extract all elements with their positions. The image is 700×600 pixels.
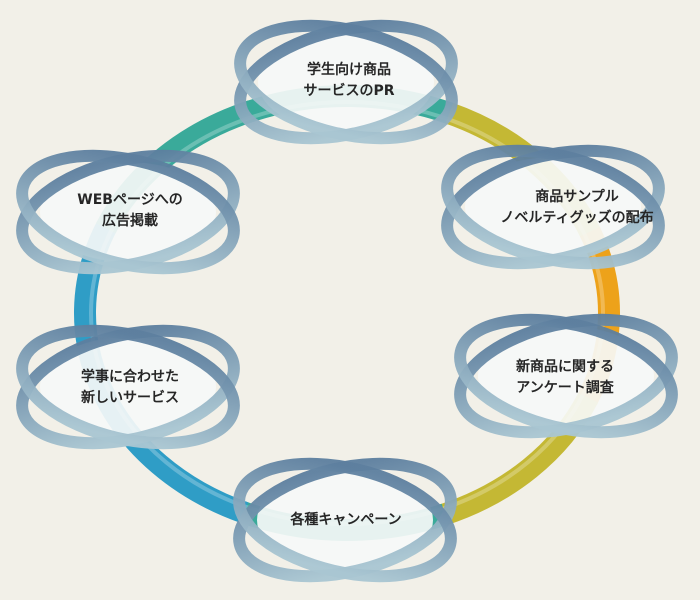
- node-core: [465, 157, 641, 257]
- node-orbit-ellipse: [454, 313, 678, 439]
- node-label-bottom-line-1: 各種キャンペーン: [290, 512, 402, 528]
- node-emblems: [16, 19, 678, 583]
- node-label-lower-left: 学事に合わせた 新しいサービス: [40, 367, 220, 409]
- node-label-lower-left-line-2: 新しいサービス: [81, 390, 179, 406]
- node-label-upper-right-line-2: ノベルティグッズの配布: [500, 210, 654, 226]
- node-emblem-upper-left: [16, 149, 240, 275]
- node-emblem-lower-right: [454, 313, 678, 439]
- node-label-lower-right-line-2: アンケート調査: [516, 380, 614, 396]
- node-core: [257, 470, 433, 570]
- node-emblem-upper-right: [441, 144, 665, 270]
- node-orbit-ellipse: [441, 144, 665, 270]
- node-orbit-ellipse: [233, 457, 457, 583]
- node-emblem-bottom: [233, 457, 457, 583]
- node-emblem-lower-left: [16, 324, 240, 450]
- node-orbit-ellipse: [234, 19, 458, 145]
- node-label-top: 学生向け商品 サービスのPR: [259, 60, 439, 102]
- node-label-lower-right-line-1: 新商品に関する: [516, 359, 614, 375]
- node-label-lower-left-line-1: 学事に合わせた: [81, 369, 179, 385]
- node-label-upper-left: WEBページへの 広告掲載: [40, 190, 220, 232]
- node-label-top-line-2: サービスのPR: [303, 83, 395, 99]
- node-label-upper-left-line-1: WEBページへの: [77, 192, 183, 208]
- node-label-top-line-1: 学生向け商品: [307, 62, 391, 78]
- node-label-lower-right: 新商品に関する アンケート調査: [475, 357, 655, 399]
- node-label-upper-left-line-2: 広告掲載: [102, 213, 158, 229]
- node-emblem-top: [234, 19, 458, 145]
- node-orbit-ellipse: [16, 324, 240, 450]
- node-core: [40, 162, 216, 262]
- node-orbit-ellipse: [16, 149, 240, 275]
- node-label-bottom: 各種キャンペーン: [256, 510, 436, 531]
- node-core: [40, 337, 216, 437]
- node-core: [258, 32, 434, 132]
- node-label-upper-right-line-1: 商品サンプル: [535, 189, 619, 205]
- node-core: [478, 326, 654, 426]
- node-label-upper-right: 商品サンプル ノベルティグッズの配布: [487, 187, 667, 229]
